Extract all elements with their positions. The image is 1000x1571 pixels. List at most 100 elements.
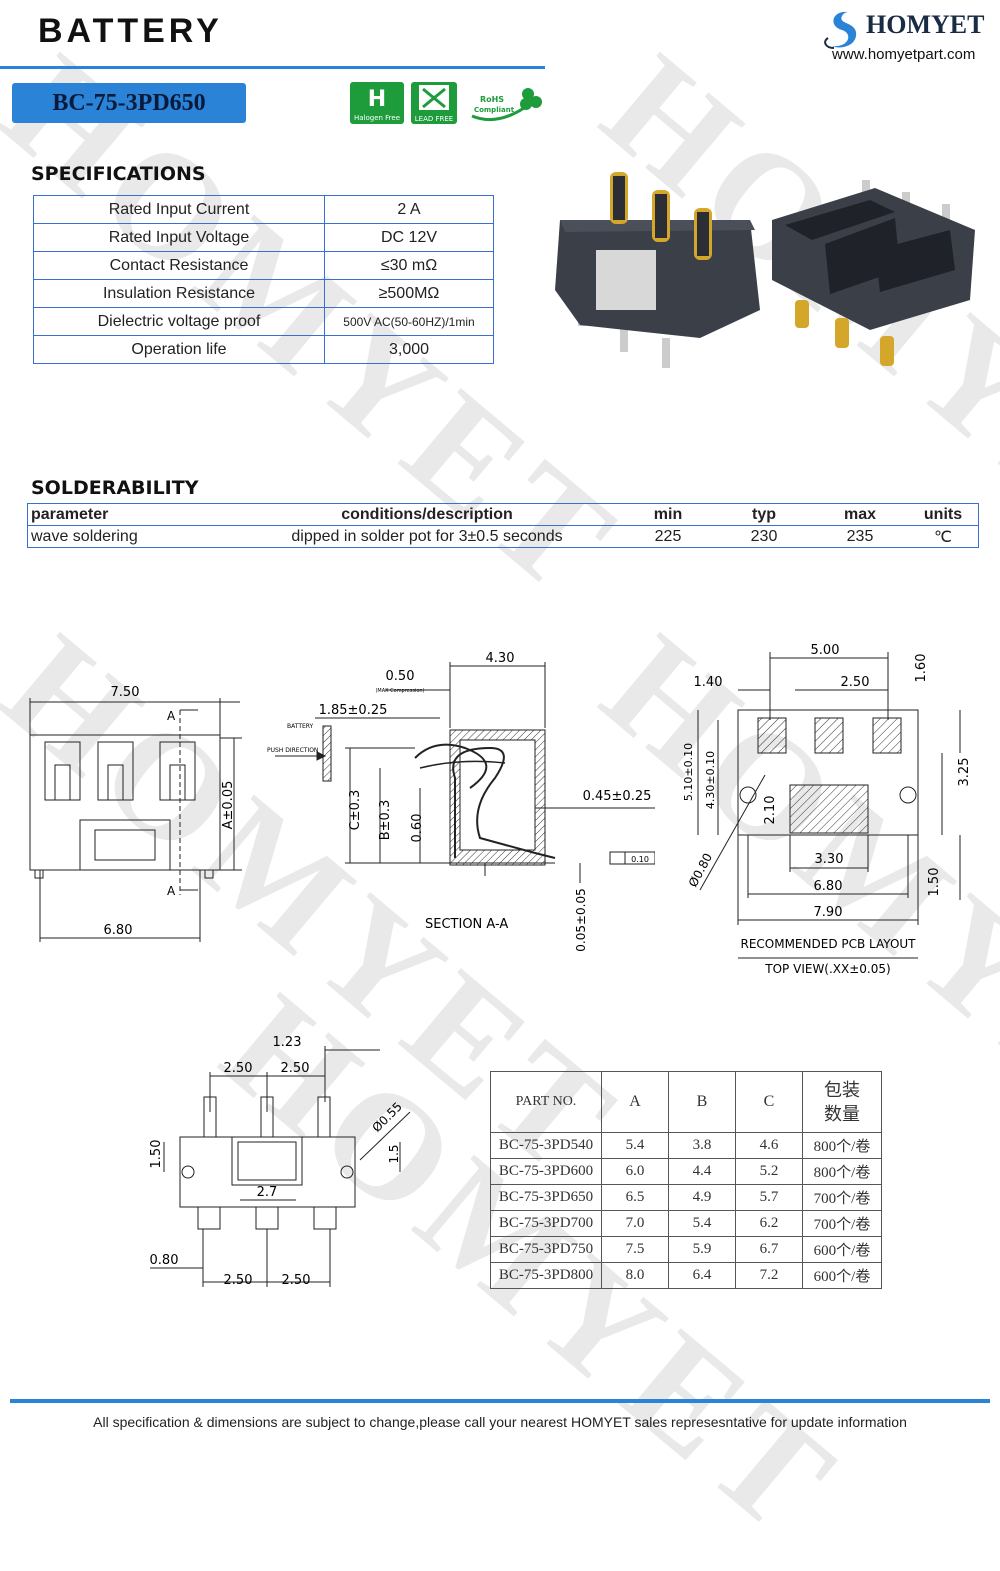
connector-front-image (555, 172, 760, 368)
spec-value: 500V AC(50-60HZ)/1min (324, 307, 494, 336)
battery-label: BATTERY (287, 723, 314, 730)
spec-value: ≥500MΩ (324, 279, 494, 308)
cell-packing: 600个/卷 (802, 1236, 882, 1263)
dim-250-b: 2.50 (281, 1061, 310, 1076)
cell-part: BC-75-3PD600 (490, 1158, 602, 1185)
brand-website: www.homyetpart.com (832, 46, 976, 63)
cell-c: 4.6 (735, 1132, 803, 1159)
connector-rear-image (772, 180, 975, 366)
col-packing: 包装 数量 (802, 1071, 882, 1133)
brand-name: HOMYET (866, 10, 985, 39)
cell-a: 8.0 (601, 1262, 669, 1289)
col-c: C (735, 1071, 803, 1133)
solderability-header-row: parameter conditions/description min typ… (27, 503, 979, 526)
dim-123: 1.23 (273, 1035, 302, 1050)
cell-part: BC-75-3PD800 (490, 1262, 602, 1289)
parts-header-row: PART NO. A B C 包装 数量 (490, 1071, 882, 1133)
specifications-heading: SPECIFICATIONS (31, 163, 206, 185)
cell-a: 6.0 (601, 1158, 669, 1185)
cell-packing: 800个/卷 (802, 1158, 882, 1185)
part-number-banner: BC-75-3PD650 (12, 83, 246, 123)
section-mark-bottom: A (167, 884, 176, 898)
dim-150: 1.50 (149, 1140, 164, 1169)
dim-b: B±0.3 (378, 800, 393, 841)
rohs-compliant-badge: RoHS Compliant (471, 88, 542, 122)
rohs-label: RoHS (480, 95, 504, 104)
cell-part: BC-75-3PD650 (490, 1184, 602, 1211)
push-direction-label: PUSH DIRECTION (267, 747, 318, 754)
dim-430: 4.30±0.10 (704, 751, 717, 809)
cell-part: BC-75-3PD700 (490, 1210, 602, 1237)
dim-front-width: 7.50 (111, 685, 140, 700)
cell-part: BC-75-3PD540 (490, 1132, 602, 1159)
cell-a: 6.5 (601, 1184, 669, 1211)
dim-c: C±0.3 (348, 790, 363, 831)
cell-b: 5.9 (668, 1236, 736, 1263)
svg-text:H: H (368, 87, 386, 112)
cell-packing: 800个/卷 (802, 1132, 882, 1159)
dim-210: 2.10 (763, 796, 778, 825)
halogen-free-badge: H Halogen Free (350, 82, 404, 124)
page-title: BATTERY (38, 12, 223, 50)
dim-080: 0.80 (150, 1253, 179, 1268)
spec-label: Rated Input Current (33, 195, 325, 224)
max-compression-note: (MAX Compression) (375, 688, 424, 694)
dim-055: Ø0.55 (369, 1099, 404, 1134)
header-rule (0, 66, 545, 69)
part-number: BC-75-3PD650 (52, 89, 206, 116)
cell-units: ℃ (934, 528, 952, 546)
dim-185: 1.85±0.25 (319, 703, 388, 718)
spec-label: Contact Resistance (33, 251, 325, 280)
cell-packing: 700个/卷 (802, 1184, 882, 1211)
cell-c: 5.7 (735, 1184, 803, 1211)
dim-140: 1.40 (694, 675, 723, 690)
spec-label: Dielectric voltage proof (33, 307, 325, 336)
cell-packing: 700个/卷 (802, 1210, 882, 1237)
dim-330: 3.30 (815, 852, 844, 867)
section-label: SECTION A-A (425, 917, 508, 932)
dim-680: 6.80 (814, 879, 843, 894)
col-units: units (908, 503, 979, 526)
cell-b: 5.4 (668, 1210, 736, 1237)
solderability-table: parameter conditions/description min typ… (27, 503, 979, 548)
dim-500: 5.00 (811, 643, 840, 658)
front-view-drawing: 7.50 A A A±0.05 6.80 (29, 685, 242, 942)
col-typ: typ (716, 503, 812, 526)
dim-compression: 0.50 (386, 669, 415, 684)
col-conditions: conditions/description (234, 503, 620, 526)
spec-row: Insulation Resistance≥500MΩ (33, 279, 494, 308)
pcb-layout-drawing: 5.00 1.40 2.50 1.60 5.10±0.10 4.30±0.10 … (682, 643, 972, 976)
spec-label: Rated Input Voltage (33, 223, 325, 252)
cell-min: 225 (654, 527, 682, 545)
homyet-logo-icon (824, 11, 857, 49)
cell-b: 3.8 (668, 1132, 736, 1159)
cell-b: 6.4 (668, 1262, 736, 1289)
compliant-label: Compliant (474, 106, 515, 114)
pcb-caption: RECOMMENDED PCB LAYOUT (740, 937, 916, 951)
cell-c: 5.2 (735, 1158, 803, 1185)
dim-front-height: A±0.05 (221, 781, 236, 830)
cell-max: 235 (846, 527, 874, 545)
solderability-heading: SOLDERABILITY (31, 477, 199, 499)
col-max: max (812, 503, 908, 526)
dim-250-d: 2.50 (282, 1273, 311, 1288)
dim-510: 5.10±0.10 (682, 743, 695, 801)
dim-790: 7.90 (814, 905, 843, 920)
dim-060: 0.60 (410, 814, 425, 843)
solderability-row: wave soldering dipped in solder pot for … (28, 526, 979, 548)
footer-note: All specification & dimensions are subje… (93, 1414, 907, 1430)
dim-15: 1.5 (387, 1144, 401, 1163)
cell-a: 7.0 (601, 1210, 669, 1237)
dim-depth: 4.30 (486, 651, 515, 666)
cell-c: 6.2 (735, 1210, 803, 1237)
spec-value: 2 A (324, 195, 494, 224)
cell-a: 7.5 (601, 1236, 669, 1263)
cell-part: BC-75-3PD750 (490, 1236, 602, 1263)
